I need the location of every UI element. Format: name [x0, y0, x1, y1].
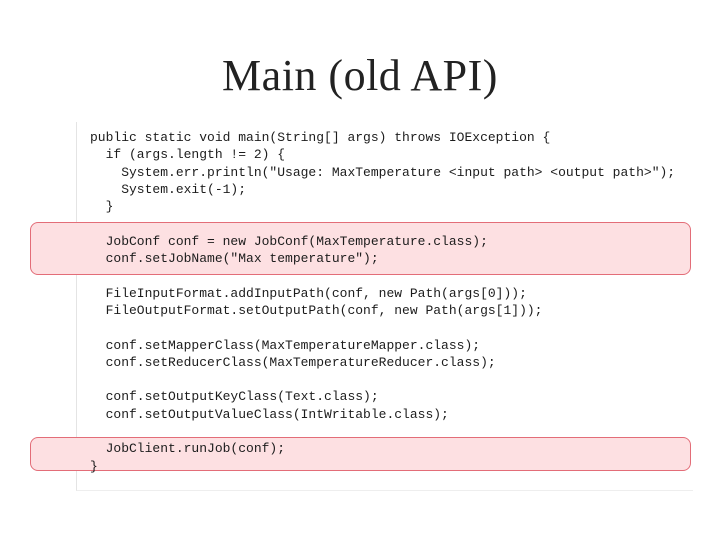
code-line: FileInputFormat.addInputPath(conf, new P…: [90, 285, 527, 301]
code-line: public static void main(String[] args) t…: [90, 130, 551, 145]
code-line: JobClient.runJob(conf);: [90, 441, 286, 457]
code-line: JobConf conf = new JobConf(MaxTemperatur…: [90, 233, 488, 249]
code-line: }: [90, 458, 98, 474]
code-line: conf.setOutputKeyClass(Text.class);: [90, 389, 379, 405]
code-line: [90, 319, 675, 336]
code-line: conf.setMapperClass(MaxTemperatureMapper…: [90, 337, 481, 353]
code-line: FileOutputFormat.setOutputPath(conf, new…: [90, 302, 543, 318]
code-line: [90, 267, 675, 284]
code-line: [90, 371, 675, 388]
code-line: System.err.println("Usage: MaxTemperatur…: [90, 164, 676, 180]
code-line: conf.setReducerClass(MaxTemperatureReduc…: [90, 354, 496, 370]
jobconf-highlight: [30, 222, 691, 275]
runjob-highlight: [30, 437, 691, 471]
code-line: if (args.length != 2) {: [90, 147, 286, 163]
code-line: conf.setOutputValueClass(IntWritable.cla…: [90, 406, 449, 422]
code-line: System.exit(-1);: [90, 181, 247, 197]
code-frame: [76, 122, 693, 491]
code-line: [90, 215, 675, 232]
slide-title: Main (old API): [222, 51, 498, 100]
code-line: }: [90, 199, 114, 215]
code-line: conf.setJobName("Max temperature");: [90, 251, 379, 267]
code-block: public static void main(String[] args) t…: [90, 129, 675, 475]
code-line: [90, 423, 675, 440]
